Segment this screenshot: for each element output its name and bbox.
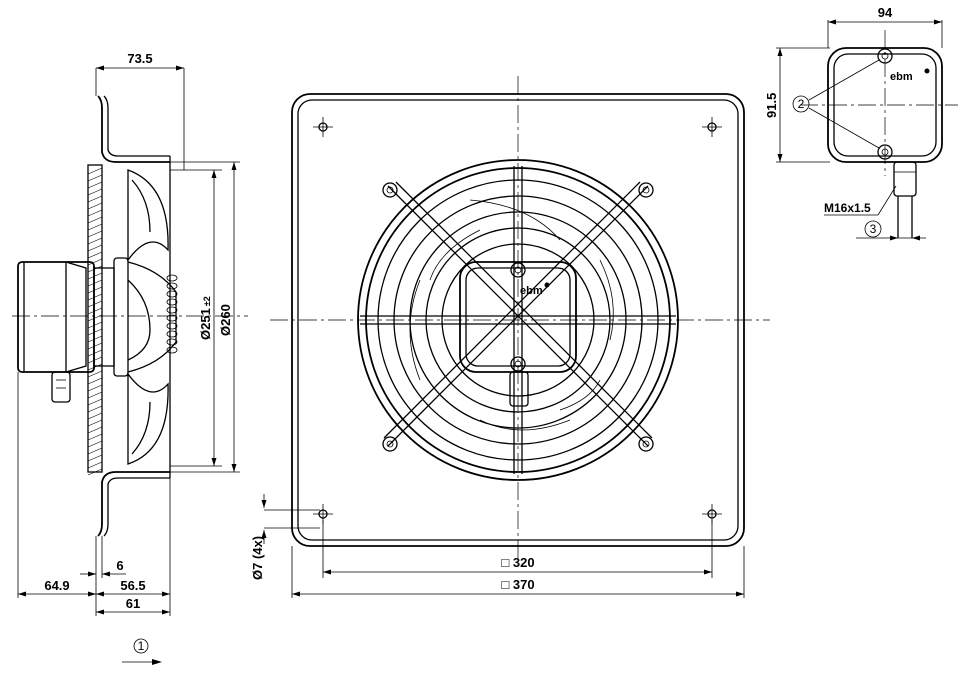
thread-label: M16x1.5 (824, 201, 871, 215)
detail-screw-bottom-icon (877, 144, 893, 160)
airflow-arrow-icon (152, 659, 162, 665)
dim-dia-outer-label: Ø260 (218, 304, 233, 336)
mounting-holes (313, 117, 722, 524)
dim-box-label: 64.9 (44, 578, 69, 593)
callout-2-circle (792, 95, 810, 113)
cable-gland-side (51, 371, 71, 403)
dim-dia-inner-label: Ø251±2 (198, 296, 213, 340)
dim-61-label: 61 (126, 596, 140, 611)
dim-flange-label: 6 (116, 558, 123, 573)
flange-top (97, 95, 170, 163)
rotor (127, 261, 177, 373)
box-screw-bottom-icon (510, 356, 526, 372)
flange-bottom (97, 471, 170, 537)
blade-top (127, 169, 169, 262)
callout-1-circle (133, 638, 149, 654)
callout-1-label: 1 (138, 639, 145, 653)
brand-logo-front: ebm (520, 285, 543, 297)
dim-depth-label: 73.5 (127, 51, 152, 66)
detail-screw-top-icon (877, 48, 893, 64)
box-view: ebm 2 94 91.5 M16x1.5 3 (764, 5, 958, 241)
dim-915-label: 91.5 (764, 93, 779, 118)
callout-3-label: 3 (870, 222, 877, 236)
box-screw-top-icon (510, 262, 526, 278)
guard-struts (360, 166, 676, 474)
callout-2-label: 2 (798, 97, 805, 111)
dim-320-label: □ 320 (501, 555, 534, 570)
cable-gland-front (509, 371, 529, 407)
cable-gland-detail (893, 161, 917, 197)
brand-logo-detail: ebm (890, 71, 913, 83)
frame-hatch (87, 167, 103, 476)
callout-3-circle (864, 220, 882, 238)
dim-94-label: 94 (878, 5, 893, 20)
front-view: ebm Ø7 (4x) □ 320 □ 370 (250, 76, 770, 598)
finger-guard (357, 159, 679, 481)
blade-bottom (127, 372, 169, 465)
side-view: 73.5 Ø251±2 Ø260 6 64.9 56.5 (12, 51, 248, 665)
dim-565-label: 56.5 (120, 578, 145, 593)
fan-blades-front (409, 199, 614, 431)
dim-hole-label: Ø7 (4x) (250, 536, 265, 580)
dim-370-label: □ 370 (501, 577, 534, 592)
terminal-box-side (17, 261, 95, 373)
